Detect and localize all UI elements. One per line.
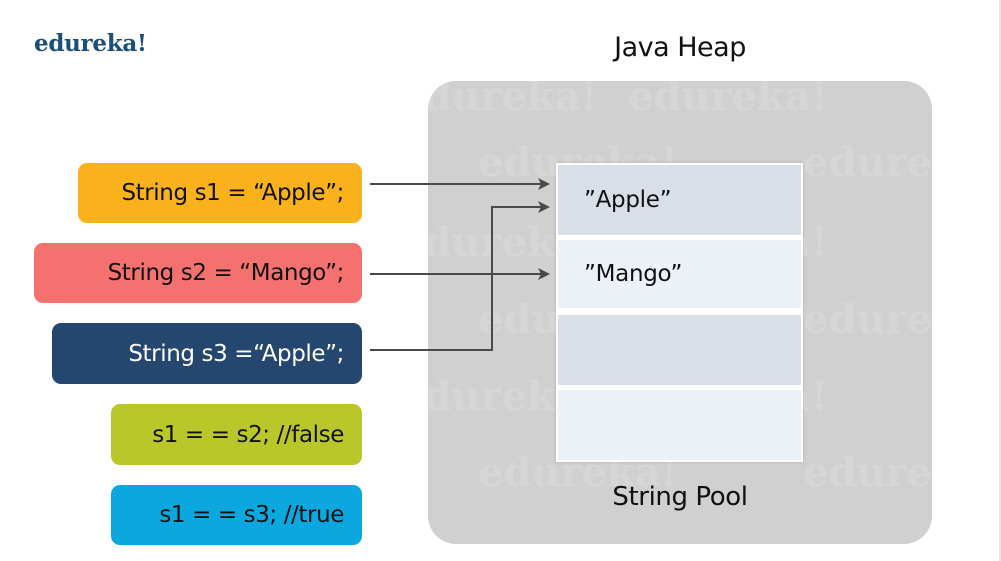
statement-s1: String s1 = “Apple”; xyxy=(78,163,362,223)
string-pool-label: String Pool xyxy=(612,482,748,512)
statement-code: String s3 =“Apple”; xyxy=(128,340,344,367)
statement-code: String s2 = “Mango”; xyxy=(107,260,345,286)
pool-slot: ”Apple” xyxy=(558,165,801,235)
java-heap-title: Java Heap xyxy=(614,32,746,63)
pool-slot: ”Mango” xyxy=(558,240,801,308)
comparison-code: s1 = = s3; //true xyxy=(159,502,344,528)
string-pool: ”Apple” ”Mango” xyxy=(556,163,803,462)
arrow-s3-to-apple xyxy=(370,201,550,351)
pool-slot-value: ”Mango” xyxy=(584,261,683,287)
pool-slot xyxy=(558,315,801,385)
pool-slot xyxy=(558,390,801,460)
statement-code: String s1 = “Apple”; xyxy=(121,180,344,206)
statement-s2: String s2 = “Mango”; xyxy=(34,243,362,303)
pool-slot-value: ”Apple” xyxy=(584,187,672,213)
statement-s3: String s3 =“Apple”; xyxy=(52,323,362,384)
right-edge-rule xyxy=(999,0,1001,561)
comparison-false: s1 = = s2; //false xyxy=(111,404,362,465)
comparison-code: s1 = = s2; //false xyxy=(152,421,344,448)
edureka-logo: edureka! xyxy=(34,30,147,57)
comparison-true: s1 = = s3; //true xyxy=(111,485,362,545)
